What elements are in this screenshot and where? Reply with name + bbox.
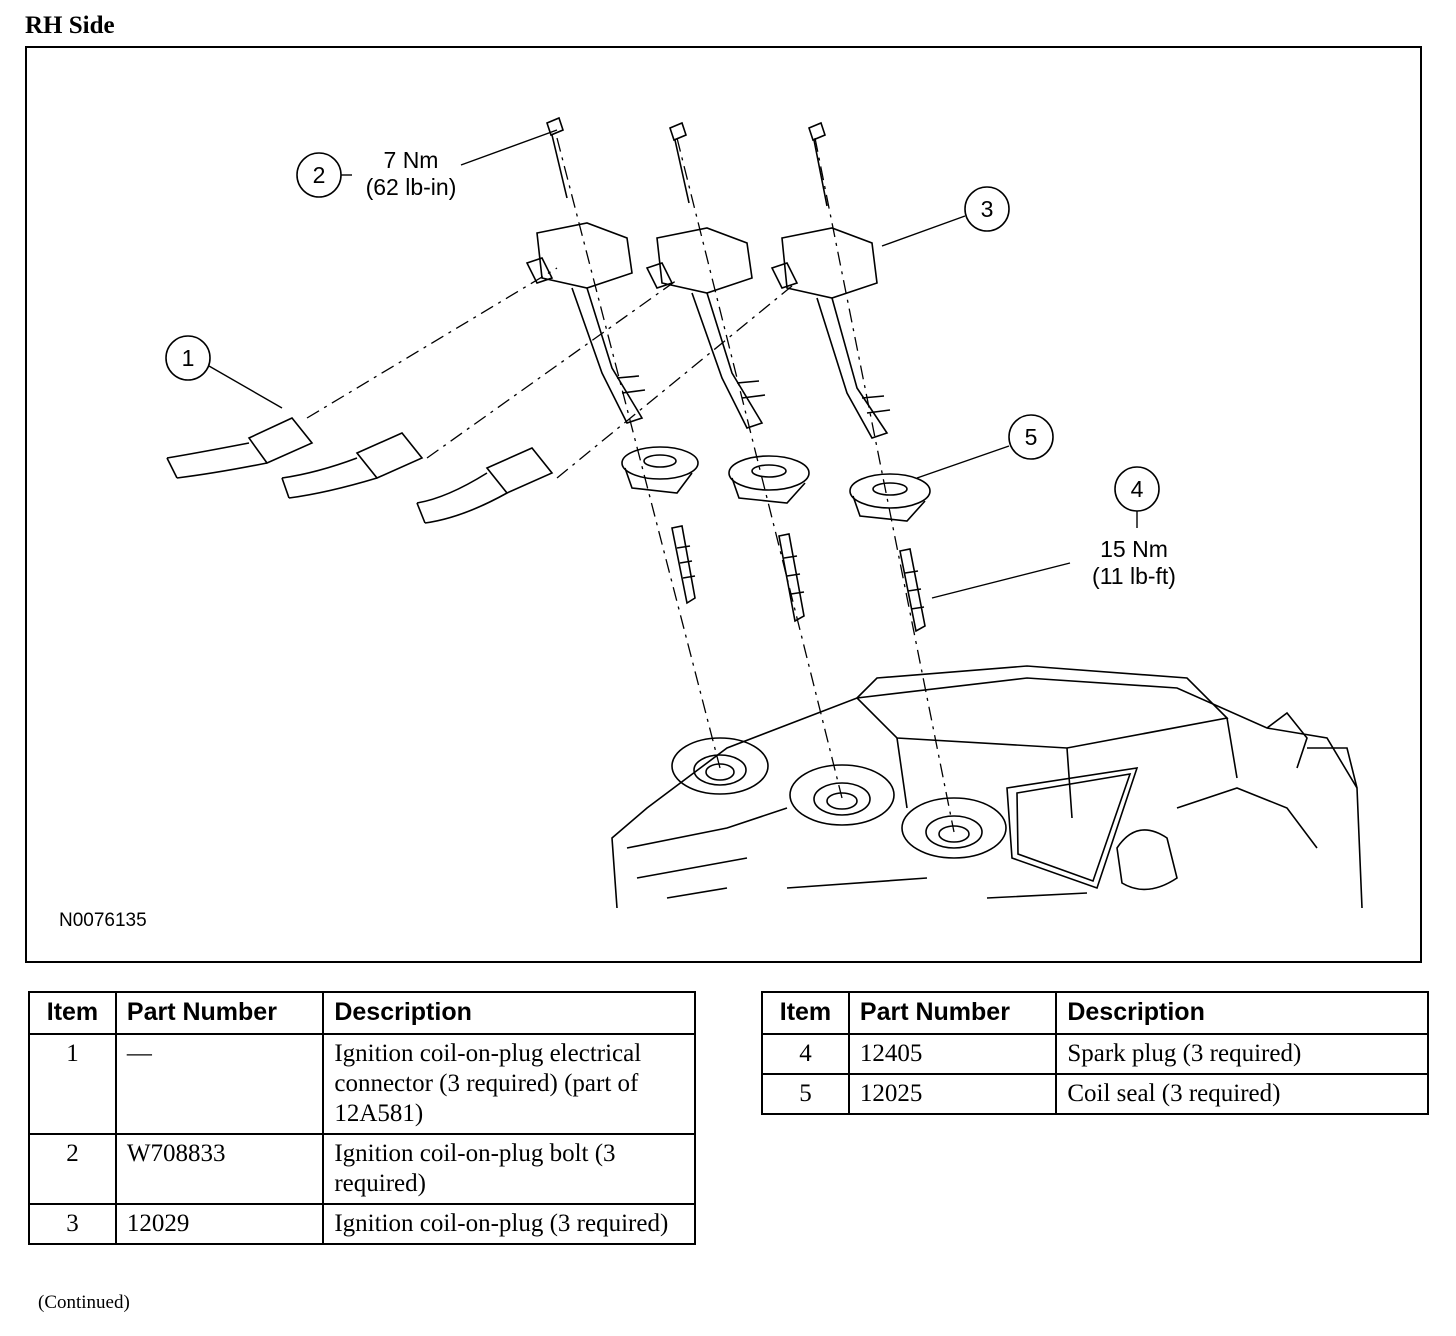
header-part-number: Part Number [114, 991, 325, 1035]
ignition-coils [525, 222, 891, 439]
table-row: 3 12029 Ignition coil-on-plug (3 require… [28, 1203, 696, 1245]
torque-spec-bolt: 7 Nm [384, 147, 439, 173]
callout-number-3: 3 [981, 196, 994, 222]
spark-plugs [671, 525, 926, 633]
cell-item: 1 [28, 1033, 117, 1135]
callout-number-2: 2 [313, 162, 326, 188]
cell-item: 3 [28, 1203, 117, 1245]
section-title: RH Side [25, 12, 115, 39]
header-item: Item [761, 991, 850, 1035]
cell-part-number: 12029 [114, 1203, 325, 1245]
parts-table-left: Item Part Number Description 1 — Ignitio… [28, 991, 696, 1245]
torque-spec-spark-plug-alt: (11 lb-ft) [1092, 563, 1176, 589]
header-description: Description [322, 991, 696, 1035]
ignition-coil-illustration: 1 2 3 4 5 7 Nm (62 lb-in) 15 Nm (11 lb-f… [165, 116, 1363, 909]
torque-spec-spark-plug: 15 Nm [1100, 536, 1168, 562]
table-row: 4 12405 Spark plug (3 required) [761, 1033, 1429, 1075]
table-row: 1 — Ignition coil-on-plug electrical con… [28, 1033, 696, 1135]
header-description: Description [1055, 991, 1429, 1035]
header-part-number: Part Number [847, 991, 1058, 1035]
coil-seals [621, 446, 931, 522]
cell-part-number: 12025 [847, 1073, 1058, 1115]
leader-lines [208, 129, 1138, 599]
assembly-center-lines [306, 137, 955, 833]
figure-id: N0076135 [59, 910, 147, 931]
cell-part-number: — [114, 1033, 325, 1135]
torque-spec-bolt-alt: (62 lb-in) [366, 174, 457, 200]
continued-note: (Continued) [38, 1292, 130, 1313]
exploded-view-figure: 1 2 3 4 5 7 Nm (62 lb-in) 15 Nm (11 lb-f… [25, 46, 1422, 963]
cell-part-number: 12405 [847, 1033, 1058, 1075]
cell-item: 2 [28, 1133, 117, 1205]
cell-description: Ignition coil-on-plug electrical connect… [322, 1033, 696, 1135]
cell-description: Coil seal (3 required) [1055, 1073, 1429, 1115]
callout-number-4: 4 [1131, 476, 1144, 502]
cell-description: Spark plug (3 required) [1055, 1033, 1429, 1075]
table-row: 5 12025 Coil seal (3 required) [761, 1073, 1429, 1115]
table-header-row: Item Part Number Description [761, 991, 1429, 1035]
table-row: 2 W708833 Ignition coil-on-plug bolt (3 … [28, 1133, 696, 1205]
callout-circle-1 [165, 335, 211, 381]
parts-table-right: Item Part Number Description 4 12405 Spa… [761, 991, 1429, 1115]
coil-bolts [546, 116, 828, 207]
cell-description: Ignition coil-on-plug bolt (3 required) [322, 1133, 696, 1205]
cell-item: 4 [761, 1033, 850, 1075]
electrical-connectors [166, 417, 554, 524]
callout-circle-5 [1008, 414, 1054, 460]
cell-part-number: W708833 [114, 1133, 325, 1205]
cell-item: 5 [761, 1073, 850, 1115]
callout-number-5: 5 [1025, 424, 1038, 450]
valve-cover-drawing [611, 665, 1363, 909]
cell-description: Ignition coil-on-plug (3 required) [322, 1203, 696, 1245]
callout-number-1: 1 [182, 345, 195, 371]
table-header-row: Item Part Number Description [28, 991, 696, 1035]
callout-circle-3 [964, 186, 1010, 232]
header-item: Item [28, 991, 117, 1035]
